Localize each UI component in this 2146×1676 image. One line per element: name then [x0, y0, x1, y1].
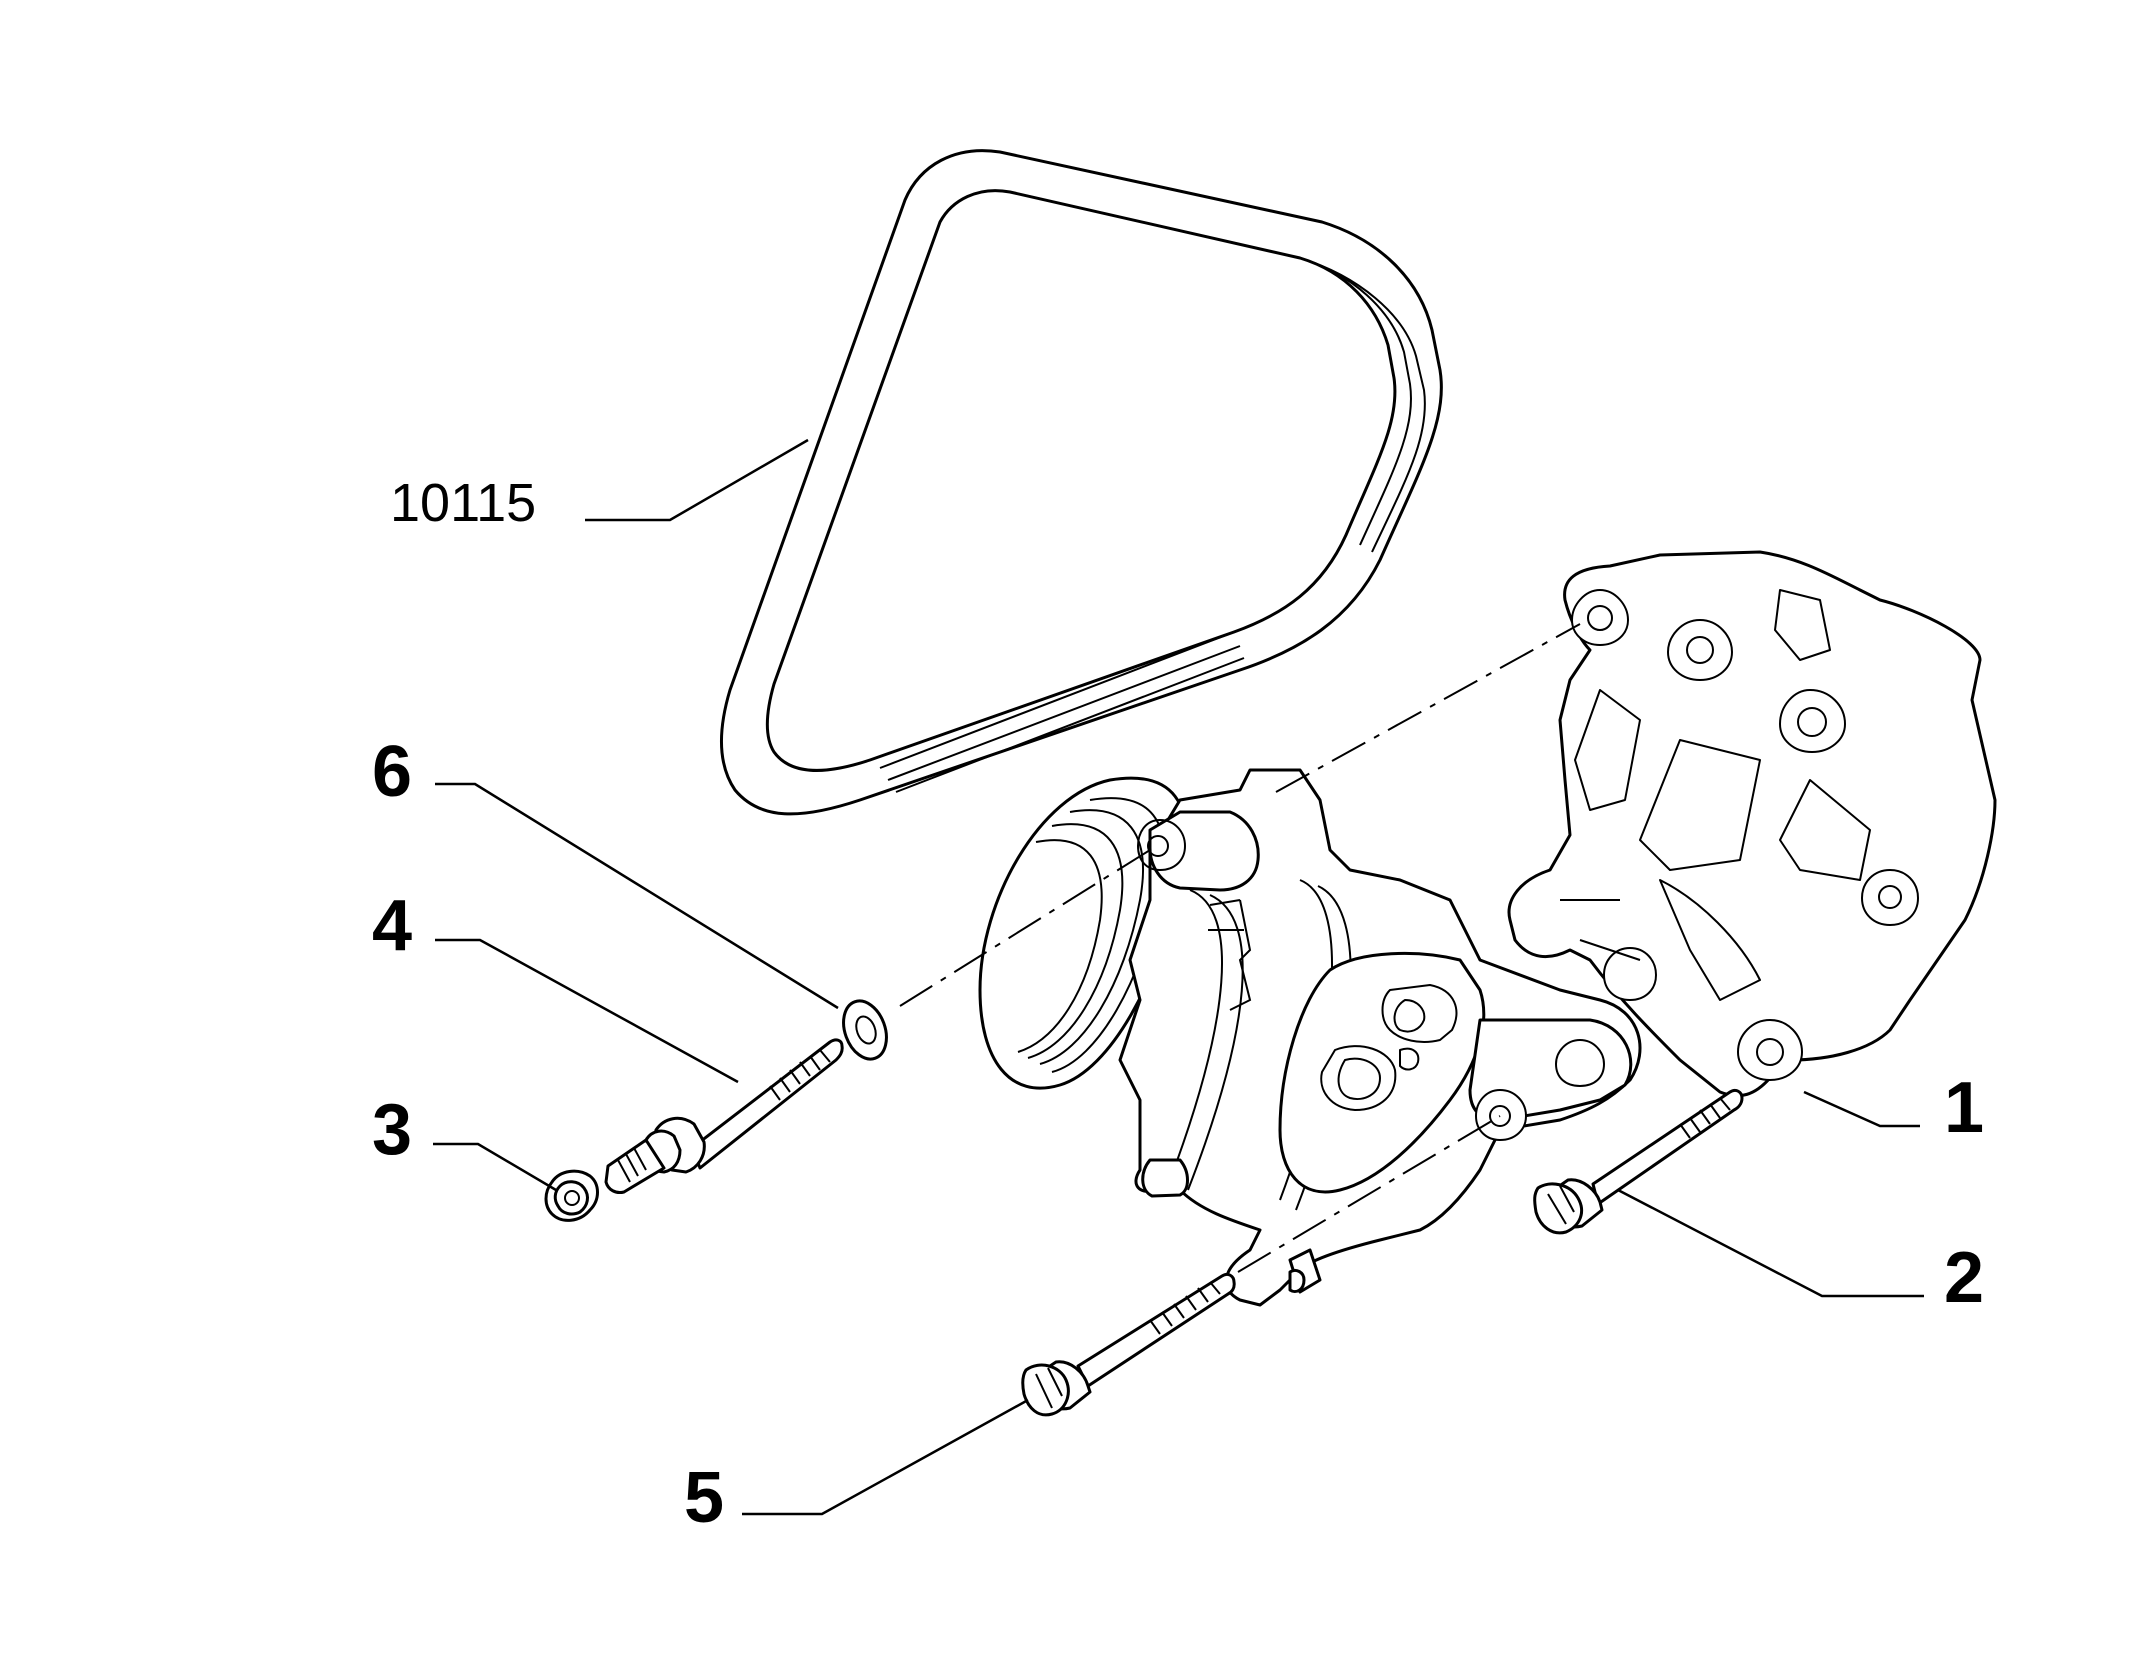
- leader-lines: [433, 438, 1924, 1516]
- callout-5: 5: [684, 1458, 725, 1538]
- ac-compressor: [978, 768, 1642, 1307]
- bolt-2: [1533, 1088, 1744, 1235]
- bolt-5: [1021, 1272, 1236, 1417]
- callout-6: 6: [372, 732, 413, 812]
- callout-4: 4: [372, 886, 413, 966]
- callout-1: 1: [1944, 1068, 1985, 1148]
- nut-3: [544, 1169, 599, 1222]
- callout-2: 2: [1944, 1238, 1985, 1318]
- drive-belt: [720, 149, 1443, 816]
- stud-4: [604, 1038, 844, 1194]
- callout-belt-10115: 10115: [390, 473, 537, 533]
- mounting-bracket: [1507, 550, 1997, 1098]
- washer-6: [842, 999, 888, 1061]
- assembly-axes: [899, 623, 1581, 1273]
- callout-3: 3: [372, 1090, 413, 1170]
